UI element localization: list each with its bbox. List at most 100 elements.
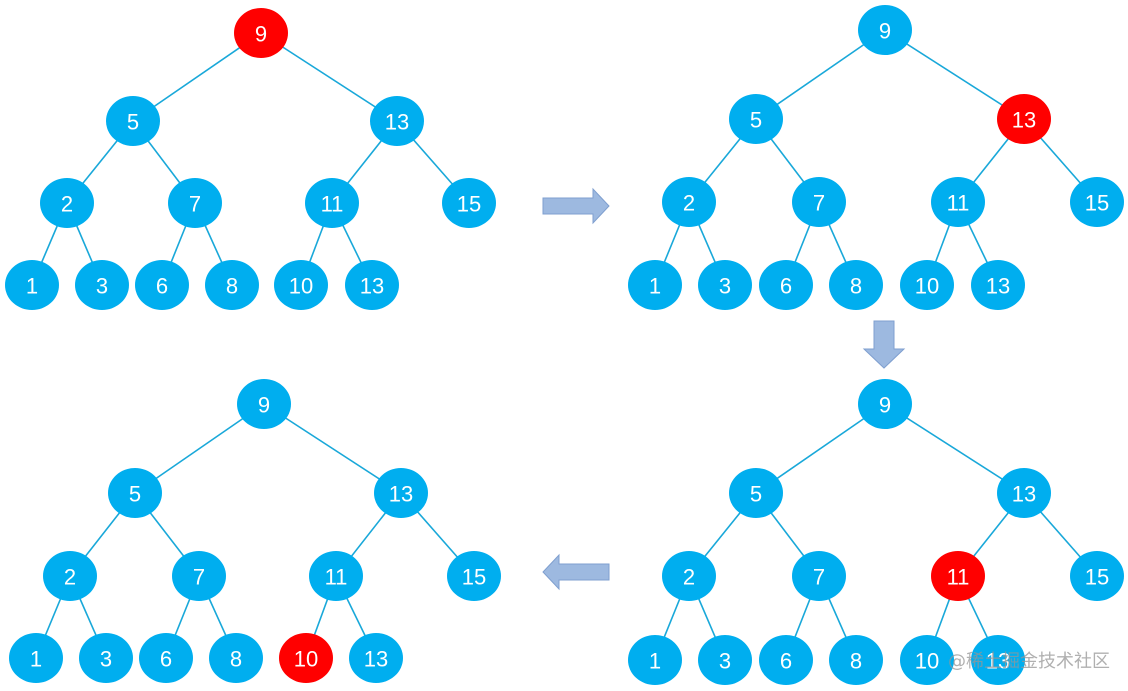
node-label: 13 [1012, 482, 1036, 507]
node-label: 2 [64, 565, 76, 590]
node-circle [135, 260, 189, 310]
node-label: 15 [1085, 565, 1109, 590]
node-circle [971, 635, 1025, 685]
tree-node: 6 [759, 260, 813, 310]
node-label: 1 [649, 649, 661, 674]
node-label: 2 [683, 191, 695, 216]
node-label: 5 [129, 482, 141, 507]
node-circle [237, 379, 291, 429]
node-circle [209, 633, 263, 683]
node-circle [662, 177, 716, 227]
arrow-down-icon [862, 320, 906, 369]
node-circle [698, 635, 752, 685]
node-label: 6 [780, 274, 792, 299]
node-circle [1070, 177, 1124, 227]
tree-node: 13 [997, 468, 1051, 518]
node-label: 13 [360, 274, 384, 299]
node-label: 11 [321, 192, 344, 217]
tree-node: 13 [349, 633, 403, 683]
node-circle [792, 177, 846, 227]
tree-node: 13 [971, 260, 1025, 310]
node-label: 15 [1085, 191, 1109, 216]
tree-node-highlighted: 9 [234, 8, 288, 58]
node-circle [374, 468, 428, 518]
node-label: 9 [879, 393, 891, 418]
tree-node: 11 [305, 178, 359, 228]
node-label: 7 [193, 565, 205, 590]
watermark: @稀土掘金技术社区 [948, 651, 1110, 672]
tree-node: 15 [442, 178, 496, 228]
tree-node: 10 [274, 260, 328, 310]
node-label: 9 [255, 22, 267, 47]
tree-node: 11 [931, 177, 985, 227]
node-label: 6 [780, 649, 792, 674]
node-label: 3 [96, 274, 108, 299]
node-label: 8 [850, 274, 862, 299]
node-label: 7 [189, 192, 201, 217]
node-circle [829, 260, 883, 310]
node-label: 6 [160, 647, 172, 672]
tree-node: 8 [209, 633, 263, 683]
tree-node: 10 [900, 260, 954, 310]
node-circle [75, 260, 129, 310]
node-circle [447, 551, 501, 601]
node-label: 7 [813, 191, 825, 216]
tree-node: 9 [237, 379, 291, 429]
tree-edge [884, 29, 1025, 120]
node-circle [729, 468, 783, 518]
node-label: 6 [156, 274, 168, 299]
node-label: 13 [364, 647, 388, 672]
tree-node: 3 [79, 633, 133, 683]
tree-node: 1 [628, 635, 682, 685]
tree-node: 7 [168, 178, 222, 228]
node-label: 13 [389, 482, 413, 507]
node-circle [309, 551, 363, 601]
node-circle [9, 633, 63, 683]
node-circle [106, 96, 160, 146]
node-label: 13 [385, 110, 409, 135]
node-circle [628, 635, 682, 685]
arrow-left-icon [542, 553, 610, 591]
node-circle [279, 633, 333, 683]
tree-node: 2 [662, 551, 716, 601]
node-circle [997, 94, 1051, 144]
tree-node: 9 [858, 379, 912, 429]
node-label: 9 [879, 19, 891, 44]
node-circle [370, 96, 424, 146]
node-circle [349, 633, 403, 683]
node-label: 11 [947, 565, 970, 590]
tree-node: 8 [829, 635, 883, 685]
node-label: 15 [462, 565, 486, 590]
node-label: 3 [719, 274, 731, 299]
node-label: 11 [947, 191, 970, 216]
node-label: 7 [813, 565, 825, 590]
tree-node: 5 [729, 468, 783, 518]
node-label: 10 [915, 649, 939, 674]
node-circle [108, 468, 162, 518]
tree-node: 13 [370, 96, 424, 146]
node-circle [234, 8, 288, 58]
node-label: 5 [127, 110, 139, 135]
tree-node: 2 [662, 177, 716, 227]
node-circle [139, 633, 193, 683]
tree-node: 15 [1070, 551, 1124, 601]
tree-edge [260, 32, 398, 122]
node-label: 1 [649, 274, 661, 299]
node-label: 10 [915, 274, 939, 299]
tree-node: 9 [858, 5, 912, 55]
node-label: 1 [26, 274, 38, 299]
node-circle [997, 468, 1051, 518]
node-circle [829, 635, 883, 685]
tree-node: 8 [205, 260, 259, 310]
node-label: 13 [986, 274, 1010, 299]
tree-node: 10 [900, 635, 954, 685]
tree-node: 13 [374, 468, 428, 518]
tree-node: 2 [43, 551, 97, 601]
tree-node: 15 [447, 551, 501, 601]
node-label: 8 [226, 274, 238, 299]
node-circle [1070, 551, 1124, 601]
node-circle [759, 635, 813, 685]
